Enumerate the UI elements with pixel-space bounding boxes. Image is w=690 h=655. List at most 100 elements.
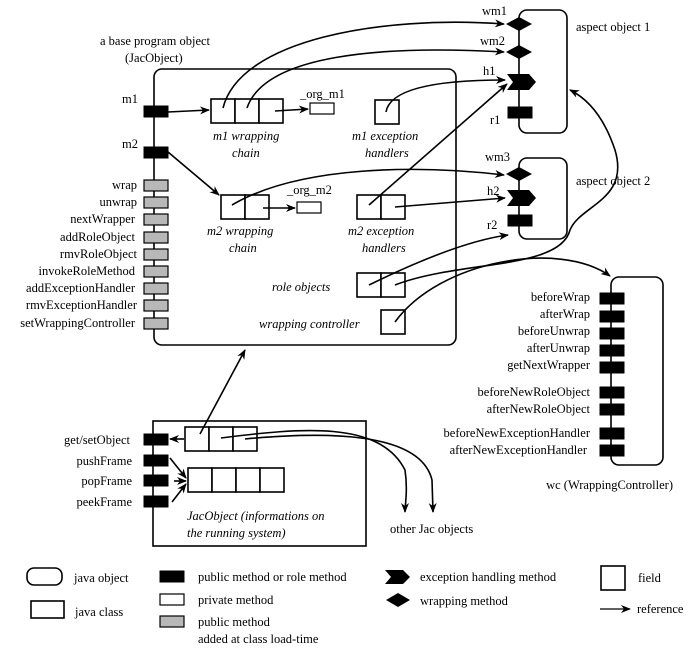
legend-java-class-icon (30, 600, 65, 619)
svg-text:beforeUnwrap: beforeUnwrap (518, 324, 590, 338)
frame-stack-fields[interactable] (187, 467, 285, 493)
added-method-nextwrapper[interactable]: nextWrapper (70, 212, 169, 226)
wrapping-method-wm2-icon[interactable] (506, 45, 532, 59)
aspect-object-1-title: aspect object 1 (576, 20, 650, 34)
wc-method-afterwrap[interactable]: afterWrap (540, 307, 625, 323)
added-method-icon (143, 248, 169, 261)
private-method-org-m2[interactable] (296, 201, 322, 214)
public-method-icon (599, 292, 625, 305)
wrapping-method-wm3-icon[interactable] (506, 167, 532, 181)
reference-arrow (167, 151, 220, 196)
exception-handler-h2-icon[interactable] (507, 190, 536, 206)
reference-wm3 (231, 168, 505, 206)
jac-method-getsetobject[interactable]: get/setObject (64, 433, 169, 447)
added-method-addexceptionhandler[interactable]: addExceptionHandler (26, 281, 169, 295)
public-method-icon (599, 403, 625, 416)
added-method-rmvroleobject[interactable]: rmvRoleObject (60, 247, 169, 261)
m2-handlers-label-2: handlers (362, 241, 406, 255)
wc-method-afternewroleobject[interactable]: afterNewRoleObject (487, 402, 625, 416)
m1-chain-label: m1 wrapping (213, 129, 279, 143)
public-method-icon (599, 444, 625, 457)
svg-text:beforeNewRoleObject: beforeNewRoleObject (478, 385, 591, 399)
private-method-org-m1[interactable] (309, 102, 335, 115)
public-method-icon (143, 146, 169, 159)
svg-text:rmvRoleObject: rmvRoleObject (60, 247, 138, 261)
role-method-r1-icon[interactable] (507, 106, 533, 119)
org-m1-label: _org_m1 (299, 87, 345, 101)
reference-other-jac-2 (244, 434, 437, 513)
r2-label: r2 (487, 218, 497, 232)
m1-handlers-label: m1 exception (352, 129, 418, 143)
added-method-addroleobject[interactable]: addRoleObject (60, 230, 169, 244)
field-icon (210, 98, 236, 124)
m1-wrapping-chain[interactable] (210, 98, 284, 124)
legend-public-method-icon (159, 570, 185, 583)
reference-h1-m2 (368, 83, 508, 206)
added-method-unwrap[interactable]: unwrap (100, 195, 169, 209)
added-method-setwrappingcontroller[interactable]: setWrappingController (20, 316, 169, 330)
wm2-label: wm2 (480, 34, 505, 48)
field-icon (220, 194, 246, 220)
field-icon (234, 98, 260, 124)
method-m1-label: m1 (122, 92, 138, 106)
other-jac-objects-label: other Jac objects (390, 522, 473, 536)
svg-text:rmvExceptionHandler: rmvExceptionHandler (26, 298, 138, 312)
role-objects[interactable] (356, 272, 406, 298)
jac-method-popframe[interactable]: popFrame (81, 474, 169, 488)
m1-handlers-label-2: handlers (365, 146, 409, 160)
field-icon (208, 426, 234, 452)
role-method-r2-icon[interactable] (507, 214, 533, 227)
svg-text:addRoleObject: addRoleObject (60, 230, 136, 244)
legend-added-method: public method (198, 615, 271, 629)
public-method-icon (599, 361, 625, 374)
reference-arrow (167, 106, 210, 115)
m2-wrapping-chain[interactable] (220, 194, 270, 220)
reference-arrow (274, 105, 309, 114)
field-icon (184, 426, 210, 452)
exception-handler-h1-icon[interactable] (507, 74, 536, 90)
jac-method-peekframe[interactable]: peekFrame (76, 495, 169, 509)
m2-chain-label: m2 wrapping (207, 224, 273, 238)
legend-field: field (638, 571, 662, 585)
h2-label: h2 (487, 184, 500, 198)
m1-exception-handlers-field[interactable] (374, 99, 400, 125)
svg-text:addExceptionHandler: addExceptionHandler (26, 281, 136, 295)
reference-wc (394, 257, 611, 323)
reference-base-object (199, 349, 246, 435)
public-method-icon (143, 474, 169, 487)
jac-method-pushframe[interactable]: pushFrame (76, 454, 169, 468)
legend: java object java class public method or … (26, 565, 684, 646)
added-method-invokerolemethod[interactable]: invokeRoleMethod (38, 264, 169, 278)
added-methods-list: wrap unwrap nextWrapper addRoleObject rm… (20, 178, 169, 330)
svg-text:invokeRoleMethod: invokeRoleMethod (38, 264, 135, 278)
public-method-icon (143, 495, 169, 508)
svg-text:afterNewRoleObject: afterNewRoleObject (487, 402, 591, 416)
jac-object-label-2: the running system) (187, 526, 286, 540)
wc-method-beforeunwrap[interactable]: beforeUnwrap (518, 324, 625, 340)
wc-method-afterunwrap[interactable]: afterUnwrap (527, 341, 625, 357)
wc-method-beforenewroleobject[interactable]: beforeNewRoleObject (478, 385, 625, 399)
wc-method-beforewrap[interactable]: beforeWrap (531, 290, 625, 305)
base-object-subtitle: (JacObject) (125, 51, 183, 65)
wm3-label: wm3 (485, 150, 510, 164)
legend-java-class: java class (74, 605, 123, 619)
reference-wm1 (222, 19, 505, 109)
wc-method-afternewexceptionhandler[interactable]: afterNewExceptionHandler (450, 443, 625, 457)
legend-added-method-2: added at class load-time (198, 632, 319, 646)
added-method-rmvexceptionhandler[interactable]: rmvExceptionHandler (26, 298, 169, 312)
legend-wrapping-method: wrapping method (420, 594, 509, 608)
added-method-wrap[interactable]: wrap (112, 178, 169, 192)
public-method-icon (599, 386, 625, 399)
added-method-icon (143, 265, 169, 278)
jac-object-label: JacObject (informations on (187, 509, 324, 523)
reference-h1-m1 (385, 76, 506, 113)
wrapping-method-wm1-icon[interactable] (506, 17, 532, 31)
legend-public-method: public method or role method (198, 570, 347, 584)
added-method-icon (143, 317, 169, 330)
wc-method-getnextwrapper[interactable]: getNextWrapper (507, 358, 625, 374)
wm1-label: wm1 (482, 4, 507, 18)
aspect-object-1-box[interactable] (518, 9, 568, 134)
public-method-icon (143, 454, 169, 467)
wc-method-beforenewexceptionhandler[interactable]: beforeNewExceptionHandler (444, 426, 625, 440)
org-m2-label: _org_m2 (286, 183, 332, 197)
